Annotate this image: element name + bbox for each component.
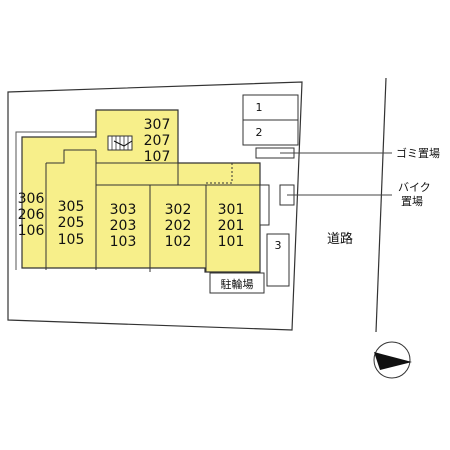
road-label: 道路 — [327, 231, 353, 247]
bike-area-label-1: バイク — [398, 181, 431, 194]
unit-303-label-2: 203 — [110, 218, 137, 234]
unit-labels: 306 206 106 305 205 105 303 203 103 302 … — [18, 117, 245, 250]
unit-307-label-3: 107 — [144, 149, 171, 165]
bicycle-parking-label: 駐輪場 — [221, 277, 254, 291]
unit-303-label-3: 103 — [110, 234, 137, 250]
road-edge-line — [375, 77, 387, 333]
inner-wall — [15, 131, 100, 270]
unit-303-label-1: 303 — [110, 202, 137, 218]
north-arrow-icon — [373, 341, 412, 379]
unit-301-label-2: 201 — [218, 218, 245, 234]
bike-area-label-2: 置場 — [401, 195, 423, 208]
unit-306-label-1: 306 — [18, 191, 45, 207]
parking-3: 3 — [266, 233, 290, 287]
stairs-icon — [107, 135, 133, 151]
unit-307-label-2: 207 — [144, 133, 171, 149]
unit-302-label-3: 102 — [165, 234, 192, 250]
unit-306-label-3: 106 — [18, 223, 45, 239]
unit-305-label-1: 305 — [58, 199, 85, 215]
garbage-area-label: ゴミ置場 — [396, 146, 440, 160]
unit-302-label-2: 202 — [165, 218, 192, 234]
unit-301-label-1: 301 — [218, 202, 245, 218]
unit-306-label-2: 206 — [18, 207, 45, 223]
bicycle-parking: 駐輪場 — [209, 272, 265, 294]
parking-2: 2 — [242, 119, 299, 146]
parking-1-label: 1 — [256, 101, 263, 114]
parking-1: 1 — [242, 94, 299, 121]
unit-302-label-1: 302 — [165, 202, 192, 218]
parking-2-label: 2 — [256, 126, 263, 139]
unit-301-label-3: 101 — [218, 234, 245, 250]
divider-left-top — [46, 149, 96, 164]
building — [21, 109, 270, 273]
building-side-notch — [259, 184, 270, 226]
unit-307-label-1: 307 — [144, 117, 171, 133]
parking-3-label: 3 — [275, 239, 282, 252]
unit-305-label-3: 105 — [58, 232, 85, 248]
unit-305-label-2: 205 — [58, 215, 85, 231]
